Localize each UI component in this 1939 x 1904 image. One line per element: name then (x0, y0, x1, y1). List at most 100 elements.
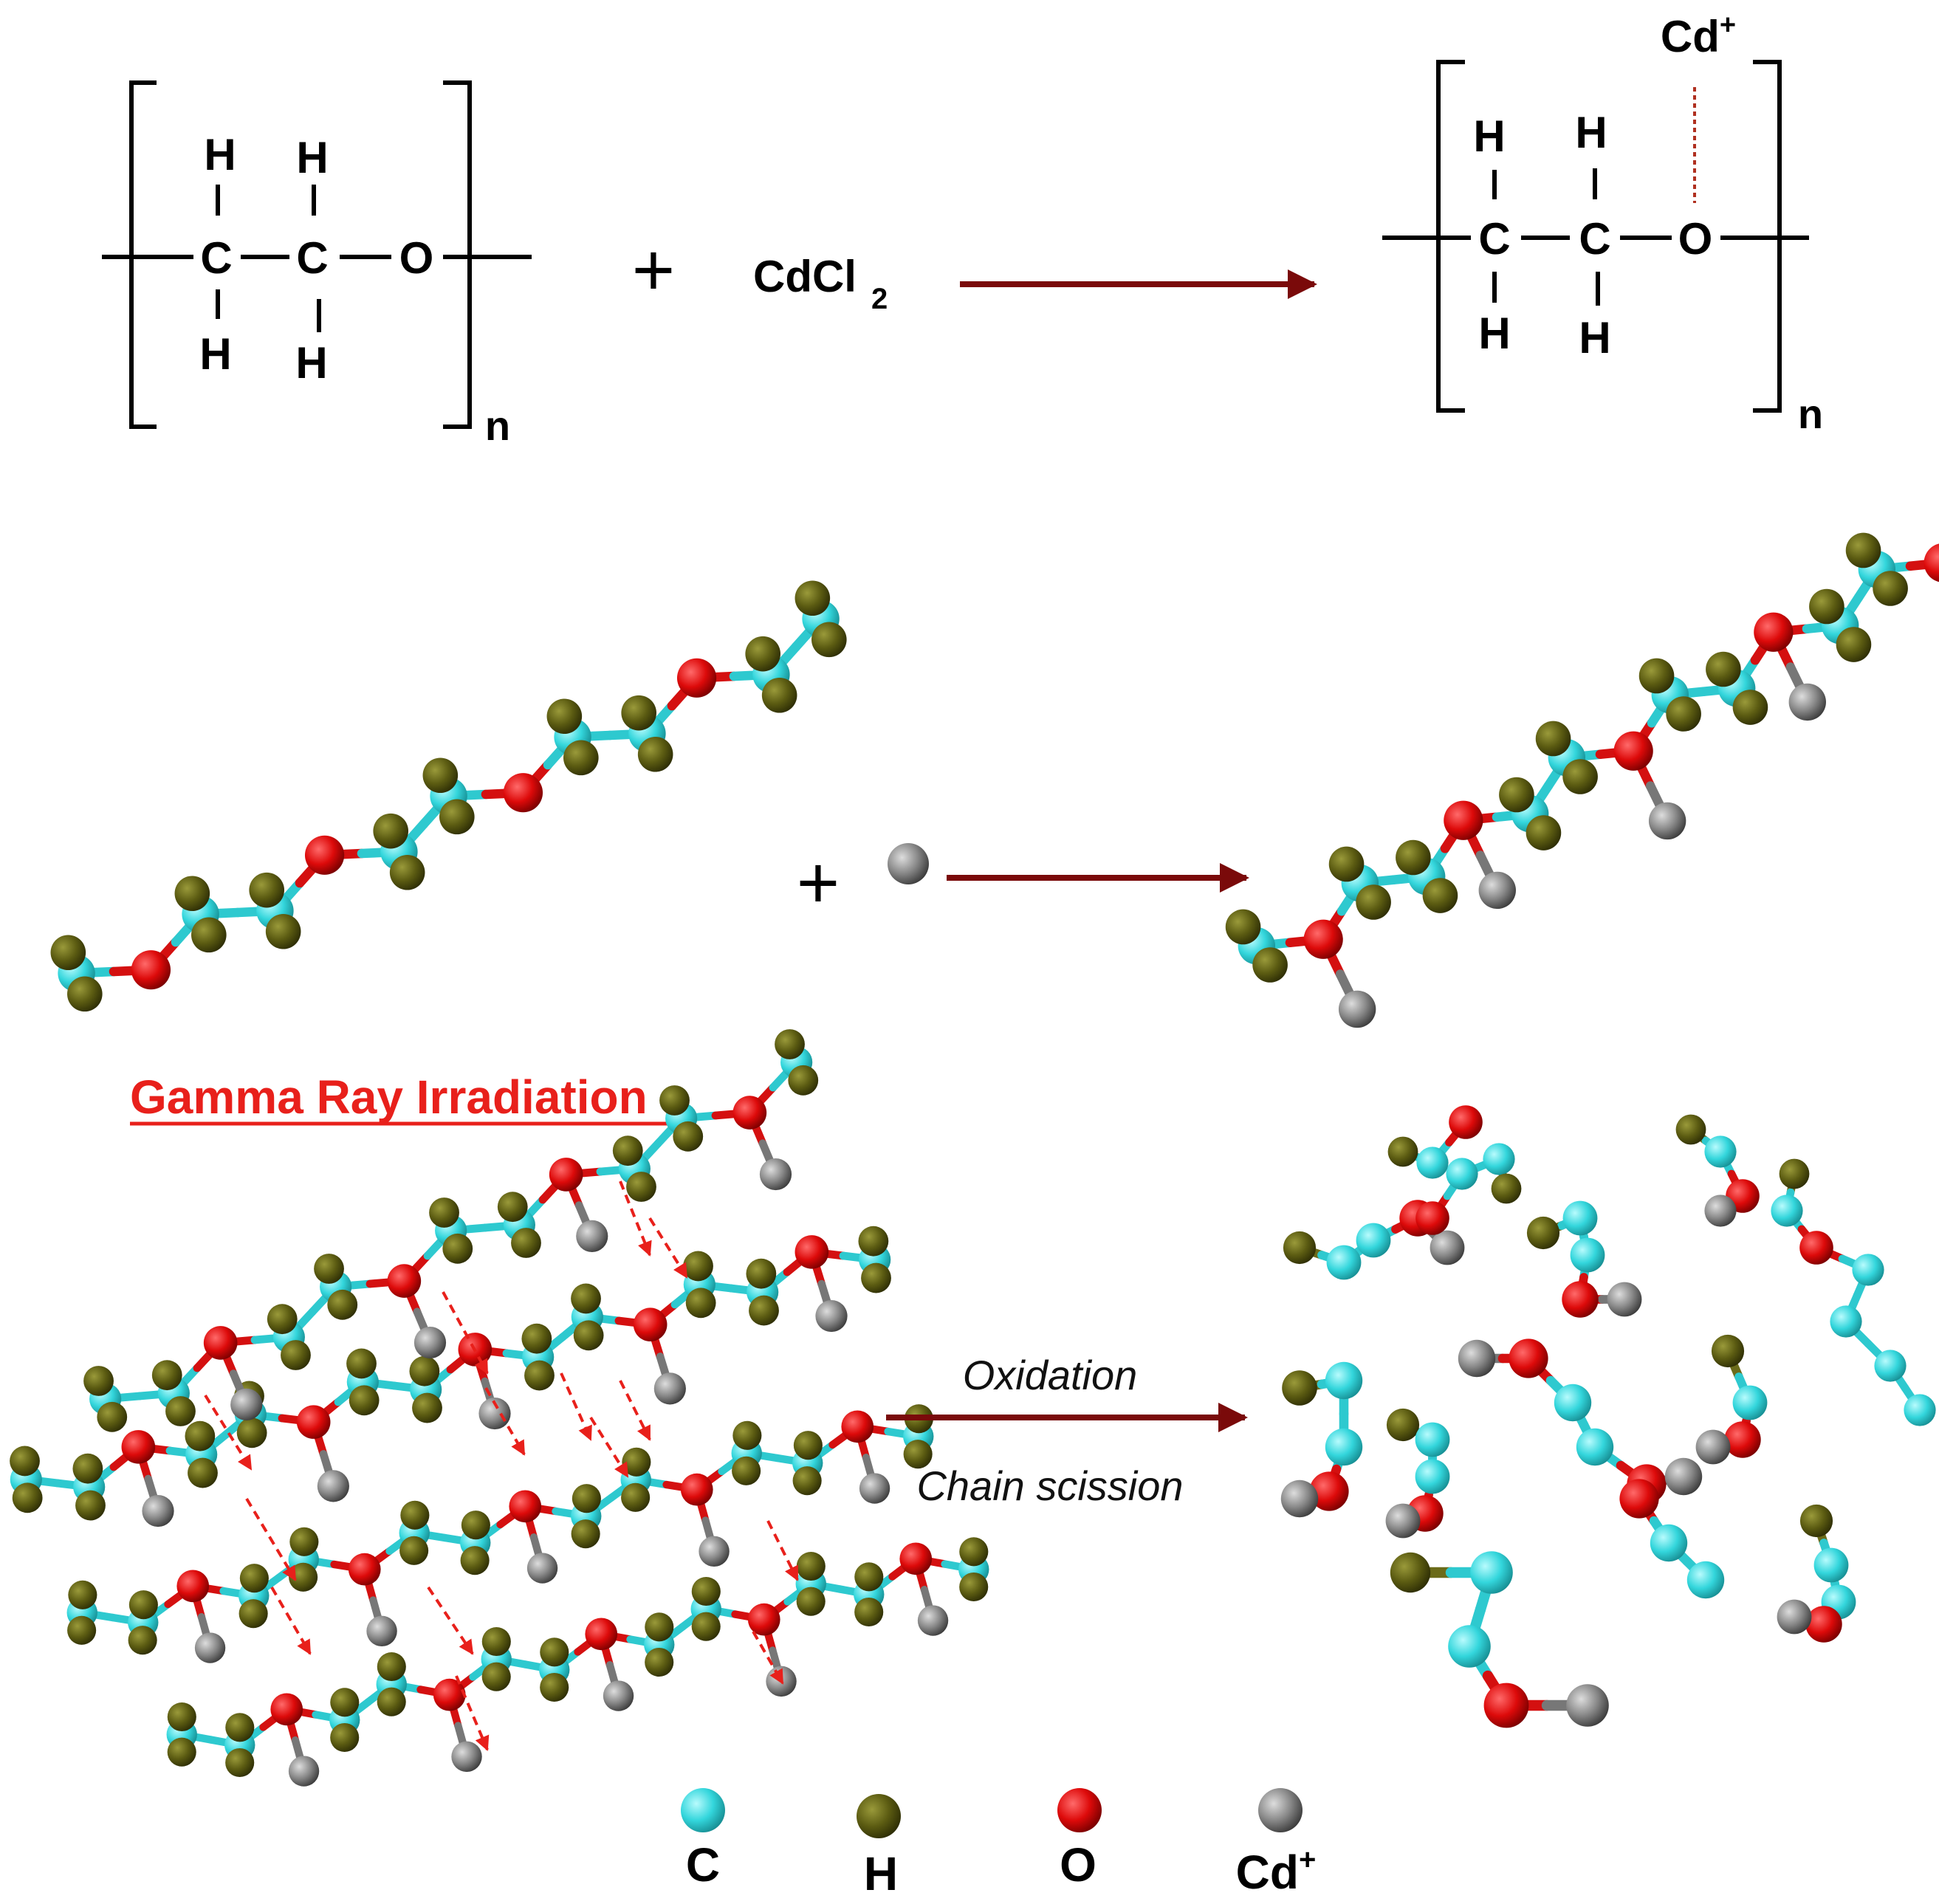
hydrogen-atom (645, 1612, 674, 1642)
hydrogen-atom (637, 736, 673, 772)
oxygen-atom (131, 950, 171, 990)
oxygen-atom (1303, 919, 1343, 959)
carbon-atom (1650, 1524, 1688, 1562)
atom-h-top-1: H (204, 130, 236, 179)
hydrogen-atom (239, 1564, 269, 1593)
carbon-atom-sphere (681, 1788, 725, 1832)
cadmium-ion (1385, 1503, 1421, 1539)
carbon-atom (1704, 1135, 1737, 1168)
hydrogen-atom (626, 1172, 656, 1202)
hydrogen-atom (792, 1466, 822, 1496)
atom-c2: C (1579, 214, 1610, 264)
hydrogen-atom (97, 1401, 128, 1432)
cadmium-ion (526, 1553, 558, 1584)
hydrogen-atom (540, 1637, 569, 1667)
scission-arrow (427, 1586, 474, 1655)
legend-label-c: C (686, 1838, 720, 1891)
scission-arrow (589, 1416, 629, 1478)
carbon-atom (1771, 1195, 1803, 1227)
hydrogen-atom (1845, 532, 1881, 568)
carbon-atom (1326, 1245, 1362, 1280)
carbon-atom (1576, 1428, 1614, 1466)
repeat-subscript-n: n (485, 402, 510, 449)
carbon-atom (1852, 1254, 1884, 1286)
oxygen-atom (433, 1678, 466, 1711)
hydrogen-atom (314, 1254, 344, 1284)
oxygen-atom-sphere (1057, 1788, 1102, 1832)
carbon-atom (1562, 1200, 1598, 1236)
carbon-atom (1415, 1422, 1450, 1457)
hydrogen-atom (1526, 815, 1562, 850)
oxygen-atom (1724, 1421, 1761, 1458)
cadmium-ion (1777, 1599, 1812, 1635)
oxygen-atom (841, 1410, 874, 1443)
hydrogen-atom (959, 1572, 989, 1602)
hydrogen-atom (858, 1226, 889, 1257)
oxygen-atom (732, 1096, 767, 1130)
scission-arrow (245, 1497, 297, 1581)
atom-o: O (1678, 214, 1713, 264)
carbon-atom (1325, 1361, 1363, 1400)
carbon-atom (1470, 1551, 1513, 1594)
cadmium-ion (759, 1158, 792, 1191)
hydrogen-atom (422, 757, 459, 794)
atom-h-top-1: H (1473, 111, 1505, 161)
hydrogen-atom (165, 1396, 196, 1426)
hydrogen-atom (749, 1295, 779, 1326)
hydrogen-atom (524, 1360, 555, 1391)
hydrogen-atom (1422, 878, 1458, 913)
reagent-cdcl: CdCl (753, 252, 857, 301)
oxygen-atom (304, 835, 345, 875)
hydrogen-atom (439, 799, 475, 835)
legend-item-o: O (1057, 1788, 1102, 1891)
hydrogen-atom (12, 1482, 43, 1513)
hydrogen-atom (691, 1576, 721, 1606)
hydrogen-atom (151, 1360, 182, 1391)
hydrogen-atom (1225, 909, 1261, 945)
cadmium-ion (1280, 1479, 1319, 1518)
gamma-irradiation-heading: Gamma Ray Irradiation (130, 1070, 648, 1124)
hydrogen-atom (540, 1672, 569, 1702)
cadmium-ion (1478, 871, 1516, 910)
hydrogen-atom (1799, 1504, 1833, 1538)
oxidation-label: Oxidation (963, 1352, 1138, 1398)
hydrogen-atom (68, 1580, 97, 1609)
hydrogen-atom (622, 1447, 651, 1477)
oxygen-atom (747, 1603, 780, 1636)
cadmium-ion (1648, 802, 1686, 840)
hydrogen-atom (1711, 1334, 1745, 1368)
hydrogen-atom (795, 580, 831, 616)
oxygen-atom (549, 1158, 583, 1192)
hydrogen-atom (732, 1456, 761, 1485)
hydrogen-atom (659, 1085, 690, 1116)
oxygen-atom (503, 773, 543, 813)
cadmium-ion (815, 1299, 848, 1333)
hydrogen-atom (811, 622, 847, 658)
carbon-atom (1483, 1143, 1515, 1175)
hydrogen-atom (1283, 1231, 1317, 1265)
carbon-atom (1904, 1394, 1936, 1426)
oxygen-atom (348, 1553, 381, 1586)
hydrogen-atom (236, 1417, 267, 1448)
carbon-atom (1448, 1625, 1491, 1668)
hydrogen-atom (1562, 759, 1598, 794)
hydrogen-atom (612, 1135, 643, 1166)
legend-label-cd: Cd+ (1236, 1843, 1317, 1899)
hydrogen-atom (460, 1546, 490, 1575)
hydrogen-atom (1386, 1408, 1420, 1442)
cadmium-ion (142, 1494, 174, 1527)
hydrogen-atom (1526, 1216, 1560, 1250)
hydrogen-atom (563, 740, 599, 776)
hydrogen-atom (330, 1688, 360, 1717)
oxygen-atom (680, 1473, 713, 1506)
carbon-atom (1446, 1158, 1478, 1190)
reagent-subscript: 2 (871, 283, 888, 315)
hydrogen-atom (167, 1702, 196, 1732)
carbon-atom (1415, 1459, 1450, 1494)
cadmium-ion (917, 1605, 949, 1636)
hydrogen-atom (377, 1687, 406, 1716)
cadmium-ion (1338, 990, 1376, 1028)
hydrogen-atom (75, 1490, 106, 1521)
cadmium-ion (413, 1326, 447, 1359)
